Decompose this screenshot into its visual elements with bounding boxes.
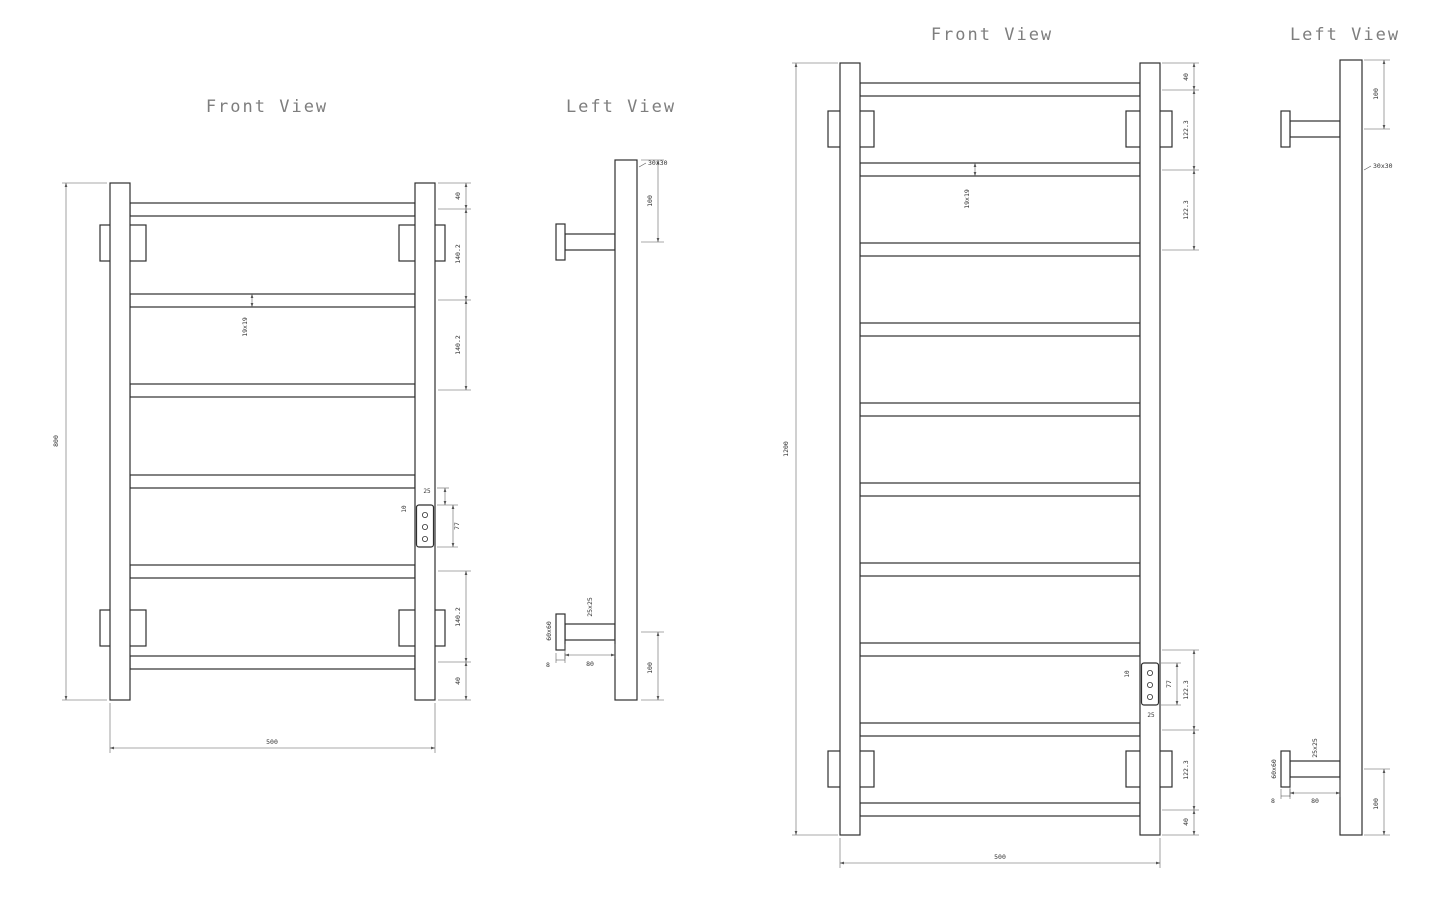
heat-icon xyxy=(421,536,428,543)
dim-arm-section: 25x25 xyxy=(1311,738,1319,758)
leader-line xyxy=(1363,165,1372,171)
right-rail xyxy=(414,182,436,701)
rung xyxy=(129,474,416,489)
dim-bar-section: 19x19 xyxy=(963,189,971,209)
dim-overall-height: 800 xyxy=(52,435,60,447)
dim-overall-width: 500 xyxy=(266,738,278,746)
dim-bracket-offset: 100 xyxy=(646,662,654,674)
rung xyxy=(129,564,416,579)
front-view-1200-dimensions: 1200 40 122.3 122.3 122.3 122.3 40 xyxy=(782,62,1199,868)
rung xyxy=(859,802,1141,817)
timer-icon xyxy=(1147,682,1154,689)
dim-arm-length: 80 xyxy=(1311,797,1319,805)
control-panel-body xyxy=(1140,662,1160,706)
rung xyxy=(129,293,416,308)
front-view-800: Front View 800 xyxy=(52,97,471,753)
wall-plate xyxy=(555,613,566,651)
dim-profile-section: 30x30 xyxy=(1373,162,1393,170)
dim-bar-spacing: 122.3 xyxy=(1182,200,1190,220)
heat-icon xyxy=(1147,694,1154,701)
left-view-800: Left View 30x30 100 25x25 60x60 8 xyxy=(545,97,676,701)
front-view-1200: Front View 1200 xyxy=(782,25,1199,868)
rung xyxy=(859,562,1141,577)
dim-bar-spacing: 122.3 xyxy=(1182,760,1190,780)
bracket-arm xyxy=(564,623,616,641)
dim-plate-section: 60x60 xyxy=(1270,759,1278,779)
leader-line xyxy=(638,162,647,168)
wall-plate xyxy=(1280,750,1291,788)
dim-control-inset: 10 xyxy=(401,505,408,513)
left-view-1200-title: Left View xyxy=(1290,25,1400,45)
rung xyxy=(859,482,1141,497)
dim-bar-spacing: 140.2 xyxy=(454,335,462,355)
dim-control-gap: 25 xyxy=(1147,712,1155,719)
rung xyxy=(129,655,416,670)
dim-bar-spacing: 122.3 xyxy=(1182,680,1190,700)
dim-plate-thickness: 8 xyxy=(546,661,550,669)
timer-icon xyxy=(421,524,428,531)
dim-control-gap: 25 xyxy=(423,488,431,495)
dim-end-offset: 40 xyxy=(454,677,462,685)
bracket-arm xyxy=(1289,120,1341,138)
dim-control-height: 77 xyxy=(1165,680,1173,688)
bracket-arm xyxy=(564,233,616,251)
control-panel-body xyxy=(415,504,435,548)
rung xyxy=(859,642,1141,657)
rung xyxy=(859,162,1141,177)
dim-arm-section: 25x25 xyxy=(586,597,594,617)
dim-bracket-offset: 100 xyxy=(646,195,654,207)
dim-overall-height: 1200 xyxy=(782,441,790,457)
dim-end-offset: 40 xyxy=(1182,818,1190,826)
dim-control-inset: 10 xyxy=(1124,670,1131,678)
dim-control-height: 77 xyxy=(453,522,461,530)
dim-bracket-offset: 100 xyxy=(1372,798,1380,810)
power-icon xyxy=(421,512,428,519)
control-panel xyxy=(415,504,435,548)
dim-bracket-offset: 100 xyxy=(1372,88,1380,100)
control-panel xyxy=(1140,662,1160,706)
wall-plate xyxy=(555,223,566,261)
rung xyxy=(859,722,1141,737)
left-view-800-title: Left View xyxy=(566,97,676,117)
left-rail xyxy=(839,62,861,836)
front-view-1200-title: Front View xyxy=(931,25,1053,45)
rung xyxy=(859,242,1141,257)
dim-arm-length: 80 xyxy=(586,660,594,668)
right-rail xyxy=(1139,62,1161,836)
dim-bar-spacing: 140.2 xyxy=(454,244,462,264)
front-view-800-title: Front View xyxy=(206,97,328,117)
rail-profile xyxy=(614,159,638,701)
front-view-800-dimensions: 800 40 140.2 140.2 140.2 40 19x19 xyxy=(52,182,471,753)
bracket-arm xyxy=(1289,760,1341,778)
rung xyxy=(129,383,416,398)
dim-end-offset: 40 xyxy=(454,192,462,200)
rung xyxy=(859,402,1141,417)
dim-bar-spacing: 140.2 xyxy=(454,607,462,627)
dim-bar-spacing: 122.3 xyxy=(1182,120,1190,140)
dim-end-offset: 40 xyxy=(1182,73,1190,81)
left-view-800-dimensions: 30x30 100 25x25 60x60 8 80 100 xyxy=(545,159,668,701)
rung xyxy=(859,82,1141,97)
wall-plate xyxy=(1280,110,1291,148)
dim-plate-thickness: 8 xyxy=(1271,797,1275,805)
rung xyxy=(859,322,1141,337)
left-rail xyxy=(109,182,131,701)
rail-profile xyxy=(1339,59,1363,836)
dim-bar-section: 19x19 xyxy=(241,317,249,337)
power-icon xyxy=(1147,670,1154,677)
dim-plate-section: 60x60 xyxy=(545,621,553,641)
dim-overall-width: 500 xyxy=(994,853,1006,861)
left-view-1200-dimensions: 100 30x30 25x25 60x60 8 80 100 xyxy=(1270,59,1393,836)
left-view-1200: Left View 100 30x30 25x25 60x60 8 xyxy=(1270,25,1400,836)
rung xyxy=(129,202,416,217)
